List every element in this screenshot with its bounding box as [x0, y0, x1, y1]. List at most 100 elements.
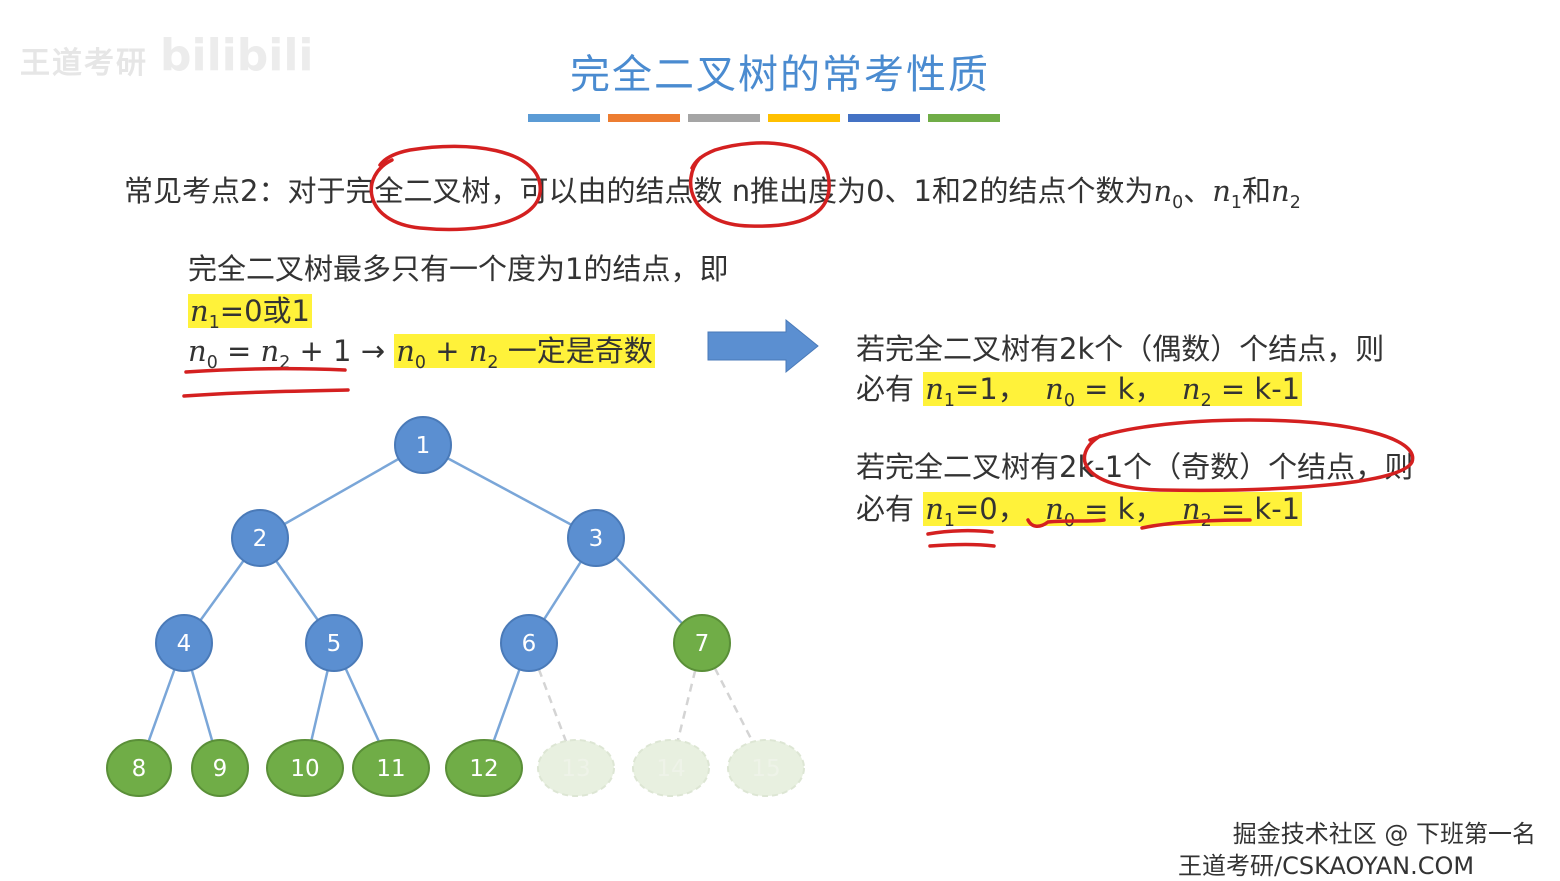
title-bar-5: [848, 114, 920, 122]
n2-symbol: n: [1271, 174, 1290, 208]
tree-edge-1-3: [422, 443, 597, 540]
key-point-line: 常见考点2：对于完全二叉树，可以由的结点数 n推出度为0、1和2的结点个数为n0…: [124, 168, 1301, 213]
tree-node-circle-4: [155, 614, 213, 672]
n1-value: =1，: [954, 372, 1027, 406]
page-title: 完全二叉树的常考性质: [570, 52, 990, 98]
odd-conclusion: 一定是奇数: [498, 334, 653, 368]
n2-symbol: n: [1181, 372, 1201, 406]
tree-node-label-12: 12: [469, 756, 498, 782]
tree-node-11: 11: [352, 739, 430, 797]
n0-sub: 0: [1063, 510, 1075, 531]
n0-symbol: n: [396, 334, 415, 368]
title-bar-1: [528, 114, 600, 122]
tree-node-2: 2: [231, 509, 289, 567]
left-line1: 完全二叉树最多只有一个度为1的结点，即: [188, 252, 729, 286]
tree-node-circle-6: [500, 614, 558, 672]
tree-node-10: 10: [266, 739, 344, 797]
tree-node-9: 9: [191, 739, 249, 797]
tree-node-circle-11: [352, 739, 430, 797]
n0-value: = k，: [1074, 372, 1164, 406]
must-have: 必有: [856, 492, 924, 526]
tree-node-label-11: 11: [376, 756, 405, 782]
n2-symbol: n: [260, 334, 280, 368]
tree-node-15: 15: [727, 739, 805, 797]
n1-sub: 1: [1230, 192, 1242, 213]
tree-node-label-1: 1: [416, 433, 431, 459]
tree-node-label-2: 2: [253, 526, 268, 552]
tree-node-circle-7: [673, 614, 731, 672]
n2-value: = k-1: [1211, 372, 1301, 406]
point-mid: ，可以由的: [490, 174, 636, 208]
n2-symbol: n: [1181, 492, 1201, 526]
tree-node-circle-2: [231, 509, 289, 567]
tree-node-3: 3: [567, 509, 625, 567]
tree-node-label-14: 14: [656, 756, 685, 782]
tree-node-label-15: 15: [751, 756, 780, 782]
n0-sub: 0: [1172, 192, 1184, 213]
point-prefix: 常见考点2：对于: [124, 174, 346, 208]
tree-node-label-4: 4: [177, 631, 192, 657]
tree-edge-1-2: [259, 443, 424, 540]
tree-node-circle-13: [537, 739, 615, 797]
n1-sub: 1: [208, 312, 220, 333]
underline-n0-eq-2: [182, 388, 350, 398]
title-bar-4: [768, 114, 840, 122]
odd-line1: 若完全二叉树有2k-1个（奇数）个结点，则: [856, 444, 1413, 486]
n2-sub: 2: [279, 352, 291, 373]
watermark-text: 王道考研: [20, 46, 148, 81]
n2-sub: 2: [1200, 390, 1212, 411]
n0-sub: 0: [414, 352, 426, 373]
tree-node-circle-12: [445, 739, 523, 797]
must-have: 必有: [856, 372, 924, 406]
tree-node-label-3: 3: [589, 526, 604, 552]
tree-node-label-5: 5: [327, 631, 342, 657]
tree-node-label-7: 7: [695, 631, 710, 657]
tree-node-circle-10: [266, 739, 344, 797]
point-term-complete-tree: 完全二叉树: [345, 174, 491, 208]
sep: 、: [1183, 174, 1213, 208]
tree-node-label-9: 9: [213, 756, 228, 782]
tree-node-circle-8: [106, 739, 172, 797]
tree-node-label-8: 8: [132, 756, 147, 782]
n0-symbol: n: [1045, 372, 1064, 406]
n2-sub: 2: [1289, 192, 1301, 213]
tree-node-1: 1: [394, 416, 452, 474]
odd-line2: 必有 n1=0， n0 = k， n2 = k-1: [856, 486, 1303, 531]
n1-sub: 1: [943, 510, 955, 531]
and-word: 和: [1242, 174, 1272, 208]
odd-prefix: 若完全二叉树有: [856, 450, 1060, 484]
odd-count: 2k-1个（奇数）个结点: [1059, 450, 1356, 484]
even-line2: 必有 n1=1， n0 = k， n2 = k-1: [856, 366, 1303, 411]
tree-node-14: 14: [632, 739, 710, 797]
title-bar-2: [608, 114, 680, 122]
tree-node-5: 5: [305, 614, 363, 672]
tree-node-7: 7: [673, 614, 731, 672]
even-line1: 若完全二叉树有2k个（偶数）个结点，则: [856, 332, 1385, 366]
n0-symbol: n: [1153, 174, 1173, 208]
title-bar-3: [688, 114, 760, 122]
plus-one: + 1: [290, 334, 361, 368]
tree-node-circle-1: [394, 416, 452, 474]
underline-n1: [926, 528, 994, 536]
footer-site: 王道考研/CSKAOYAN.COM: [1178, 852, 1475, 880]
n1-value: =0，: [954, 492, 1027, 526]
n2-value: = k-1: [1211, 492, 1301, 526]
tree-node-13: 13: [537, 739, 615, 797]
n1-symbol: n: [190, 294, 209, 328]
tree-node-12: 12: [445, 739, 523, 797]
n2-sub: 2: [487, 352, 499, 373]
n0-sub: 0: [1063, 390, 1075, 411]
tree-node-4: 4: [155, 614, 213, 672]
title-bar-6: [928, 114, 1000, 122]
n2-sub: 2: [1200, 510, 1212, 531]
implies-arrow-icon: →: [360, 334, 385, 368]
underline-n1-2: [928, 542, 996, 548]
equals: =: [217, 334, 261, 368]
n1-sub: 1: [943, 390, 955, 411]
point-term-node-count: 结点数 n: [635, 174, 751, 208]
point-suffix: 推出度为0、1和2的结点个数为: [750, 174, 1154, 208]
odd-then: ，则: [1355, 450, 1414, 484]
n0-symbol: n: [1045, 492, 1064, 526]
left-line3: n0 = n2 + 1 → n0 + n2 一定是奇数: [188, 328, 655, 373]
